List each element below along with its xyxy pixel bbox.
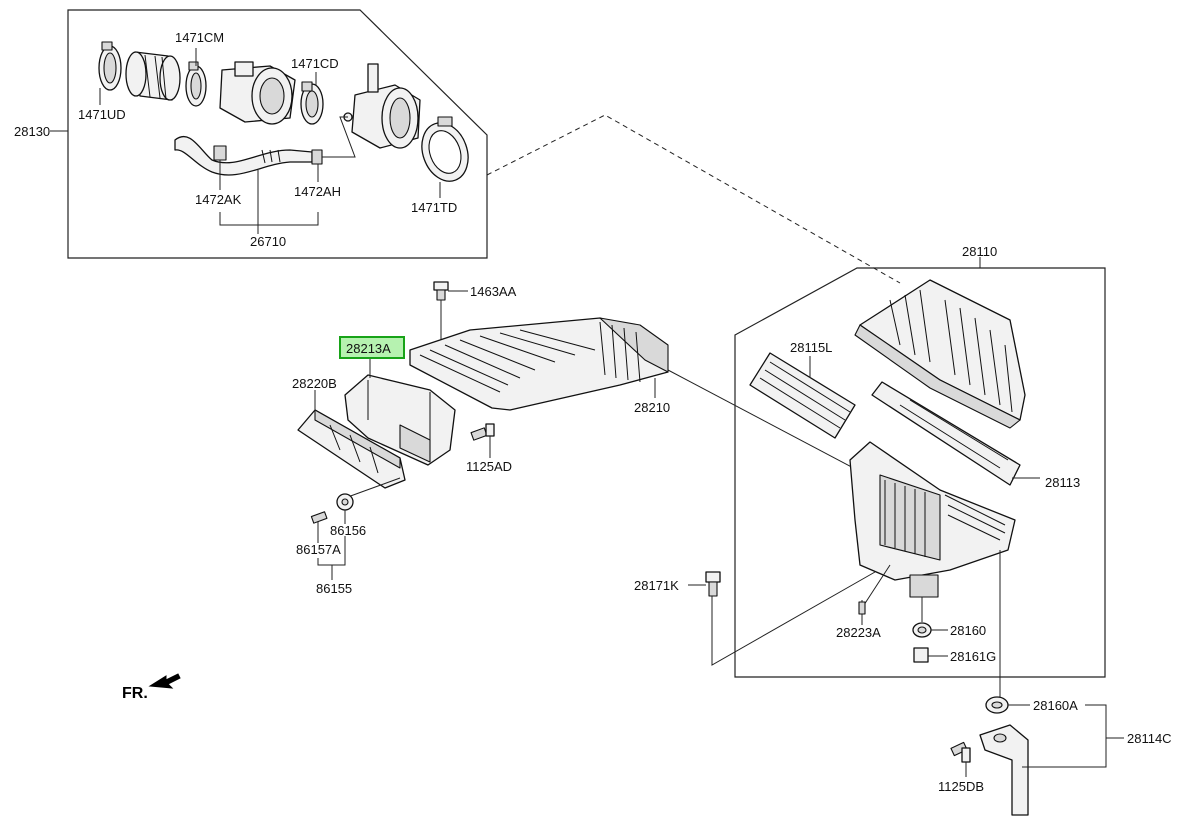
bolt-1463AA-icon[interactable] <box>433 281 449 301</box>
air-cleaner-body-icon[interactable] <box>849 441 1016 598</box>
air-cleaner-assembly-frame <box>734 267 1106 678</box>
label-28210[interactable]: 28210 <box>634 400 670 415</box>
clamp-1471CM-icon[interactable] <box>185 61 207 107</box>
label-28114C[interactable]: 28114C <box>1127 731 1172 746</box>
label-28115L[interactable]: 28115L <box>790 340 832 355</box>
label-28161G[interactable]: 28161G <box>950 649 996 664</box>
screw-86157A-icon[interactable] <box>310 511 328 524</box>
clamp-1471CD-icon[interactable] <box>300 81 324 125</box>
label-1471CD[interactable]: 1471CD <box>291 56 339 71</box>
grommet-28160A-icon[interactable] <box>985 696 1009 714</box>
l26710-bracket <box>219 212 319 226</box>
label-28171K[interactable]: 28171K <box>634 578 679 593</box>
bolt-28223A-icon[interactable] <box>858 601 866 615</box>
guide-28220B-icon[interactable] <box>297 409 406 489</box>
grommet-28160-icon[interactable] <box>912 622 932 638</box>
label-86156[interactable]: 86156 <box>330 523 366 538</box>
label-1472AH[interactable]: 1472AH <box>294 184 341 199</box>
label-28220B[interactable]: 28220B <box>292 376 337 391</box>
label-26710[interactable]: 26710 <box>250 234 286 249</box>
hose-clip-1472AH-icon[interactable] <box>311 149 323 165</box>
filter-element-28113-icon[interactable] <box>871 381 1021 486</box>
label-86157A[interactable]: 86157A <box>296 542 341 557</box>
label-1471TD[interactable]: 1471TD <box>411 200 457 215</box>
label-28110[interactable]: 28110 <box>962 244 997 259</box>
front-orientation-label: FR. <box>122 685 148 702</box>
label-28113[interactable]: 28113 <box>1045 475 1080 490</box>
breather-hose-icon[interactable] <box>174 136 313 176</box>
grommet-86156-icon[interactable] <box>336 493 354 511</box>
bolt-28171K-icon[interactable] <box>705 571 721 597</box>
label-1125AD[interactable]: 1125AD <box>466 459 512 474</box>
resonator-hose-icon[interactable] <box>125 51 181 101</box>
label-1463AA[interactable]: 1463AA <box>470 284 517 299</box>
bolt-1125AD-icon[interactable] <box>470 423 495 441</box>
28223A-to-body-leader <box>861 564 891 609</box>
air-flow-sensor-body-icon[interactable] <box>219 61 296 125</box>
throttle-adapter-icon[interactable] <box>343 63 421 149</box>
label-1472AK[interactable]: 1472AK <box>195 192 242 207</box>
label-1125DB[interactable]: 1125DB <box>938 779 984 794</box>
hose-clip-1472AK-icon[interactable] <box>213 145 227 161</box>
duct-28213A-icon[interactable] <box>344 374 456 466</box>
highlighted-part-box[interactable] <box>339 336 405 359</box>
l28114C-bracket <box>1022 704 1107 768</box>
label-28130[interactable]: 28130 <box>14 124 50 139</box>
28171K-axis <box>711 571 876 666</box>
label-1471CM[interactable]: 1471CM <box>175 30 224 45</box>
collar-28161G-icon[interactable] <box>913 647 929 663</box>
clamp-1471UD-icon[interactable] <box>98 41 122 91</box>
bracket-28114C-icon[interactable] <box>979 724 1029 816</box>
label-28160[interactable]: 28160 <box>950 623 986 638</box>
label-86155[interactable]: 86155 <box>316 581 352 596</box>
bolt-1125DB-icon[interactable] <box>950 741 971 763</box>
clamp-1471TD-icon[interactable] <box>414 116 476 187</box>
label-1471UD[interactable]: 1471UD <box>78 107 126 122</box>
intake-hose-assembly-frame <box>67 9 488 259</box>
assembly-connection-dashed-line <box>486 114 901 284</box>
label-28160A[interactable]: 28160A <box>1033 698 1078 713</box>
front-direction-arrow-icon <box>148 673 181 689</box>
label-28213A[interactable]: 28213A <box>346 341 391 356</box>
air-intake-duct-28210-icon[interactable] <box>409 317 669 411</box>
filter-element-28115L-icon[interactable] <box>749 352 856 439</box>
28220B-to-86156-leader <box>344 477 401 499</box>
breather-leader <box>322 116 356 158</box>
air-cleaner-cover-icon[interactable] <box>854 279 1026 429</box>
label-28223A[interactable]: 28223A <box>836 625 881 640</box>
